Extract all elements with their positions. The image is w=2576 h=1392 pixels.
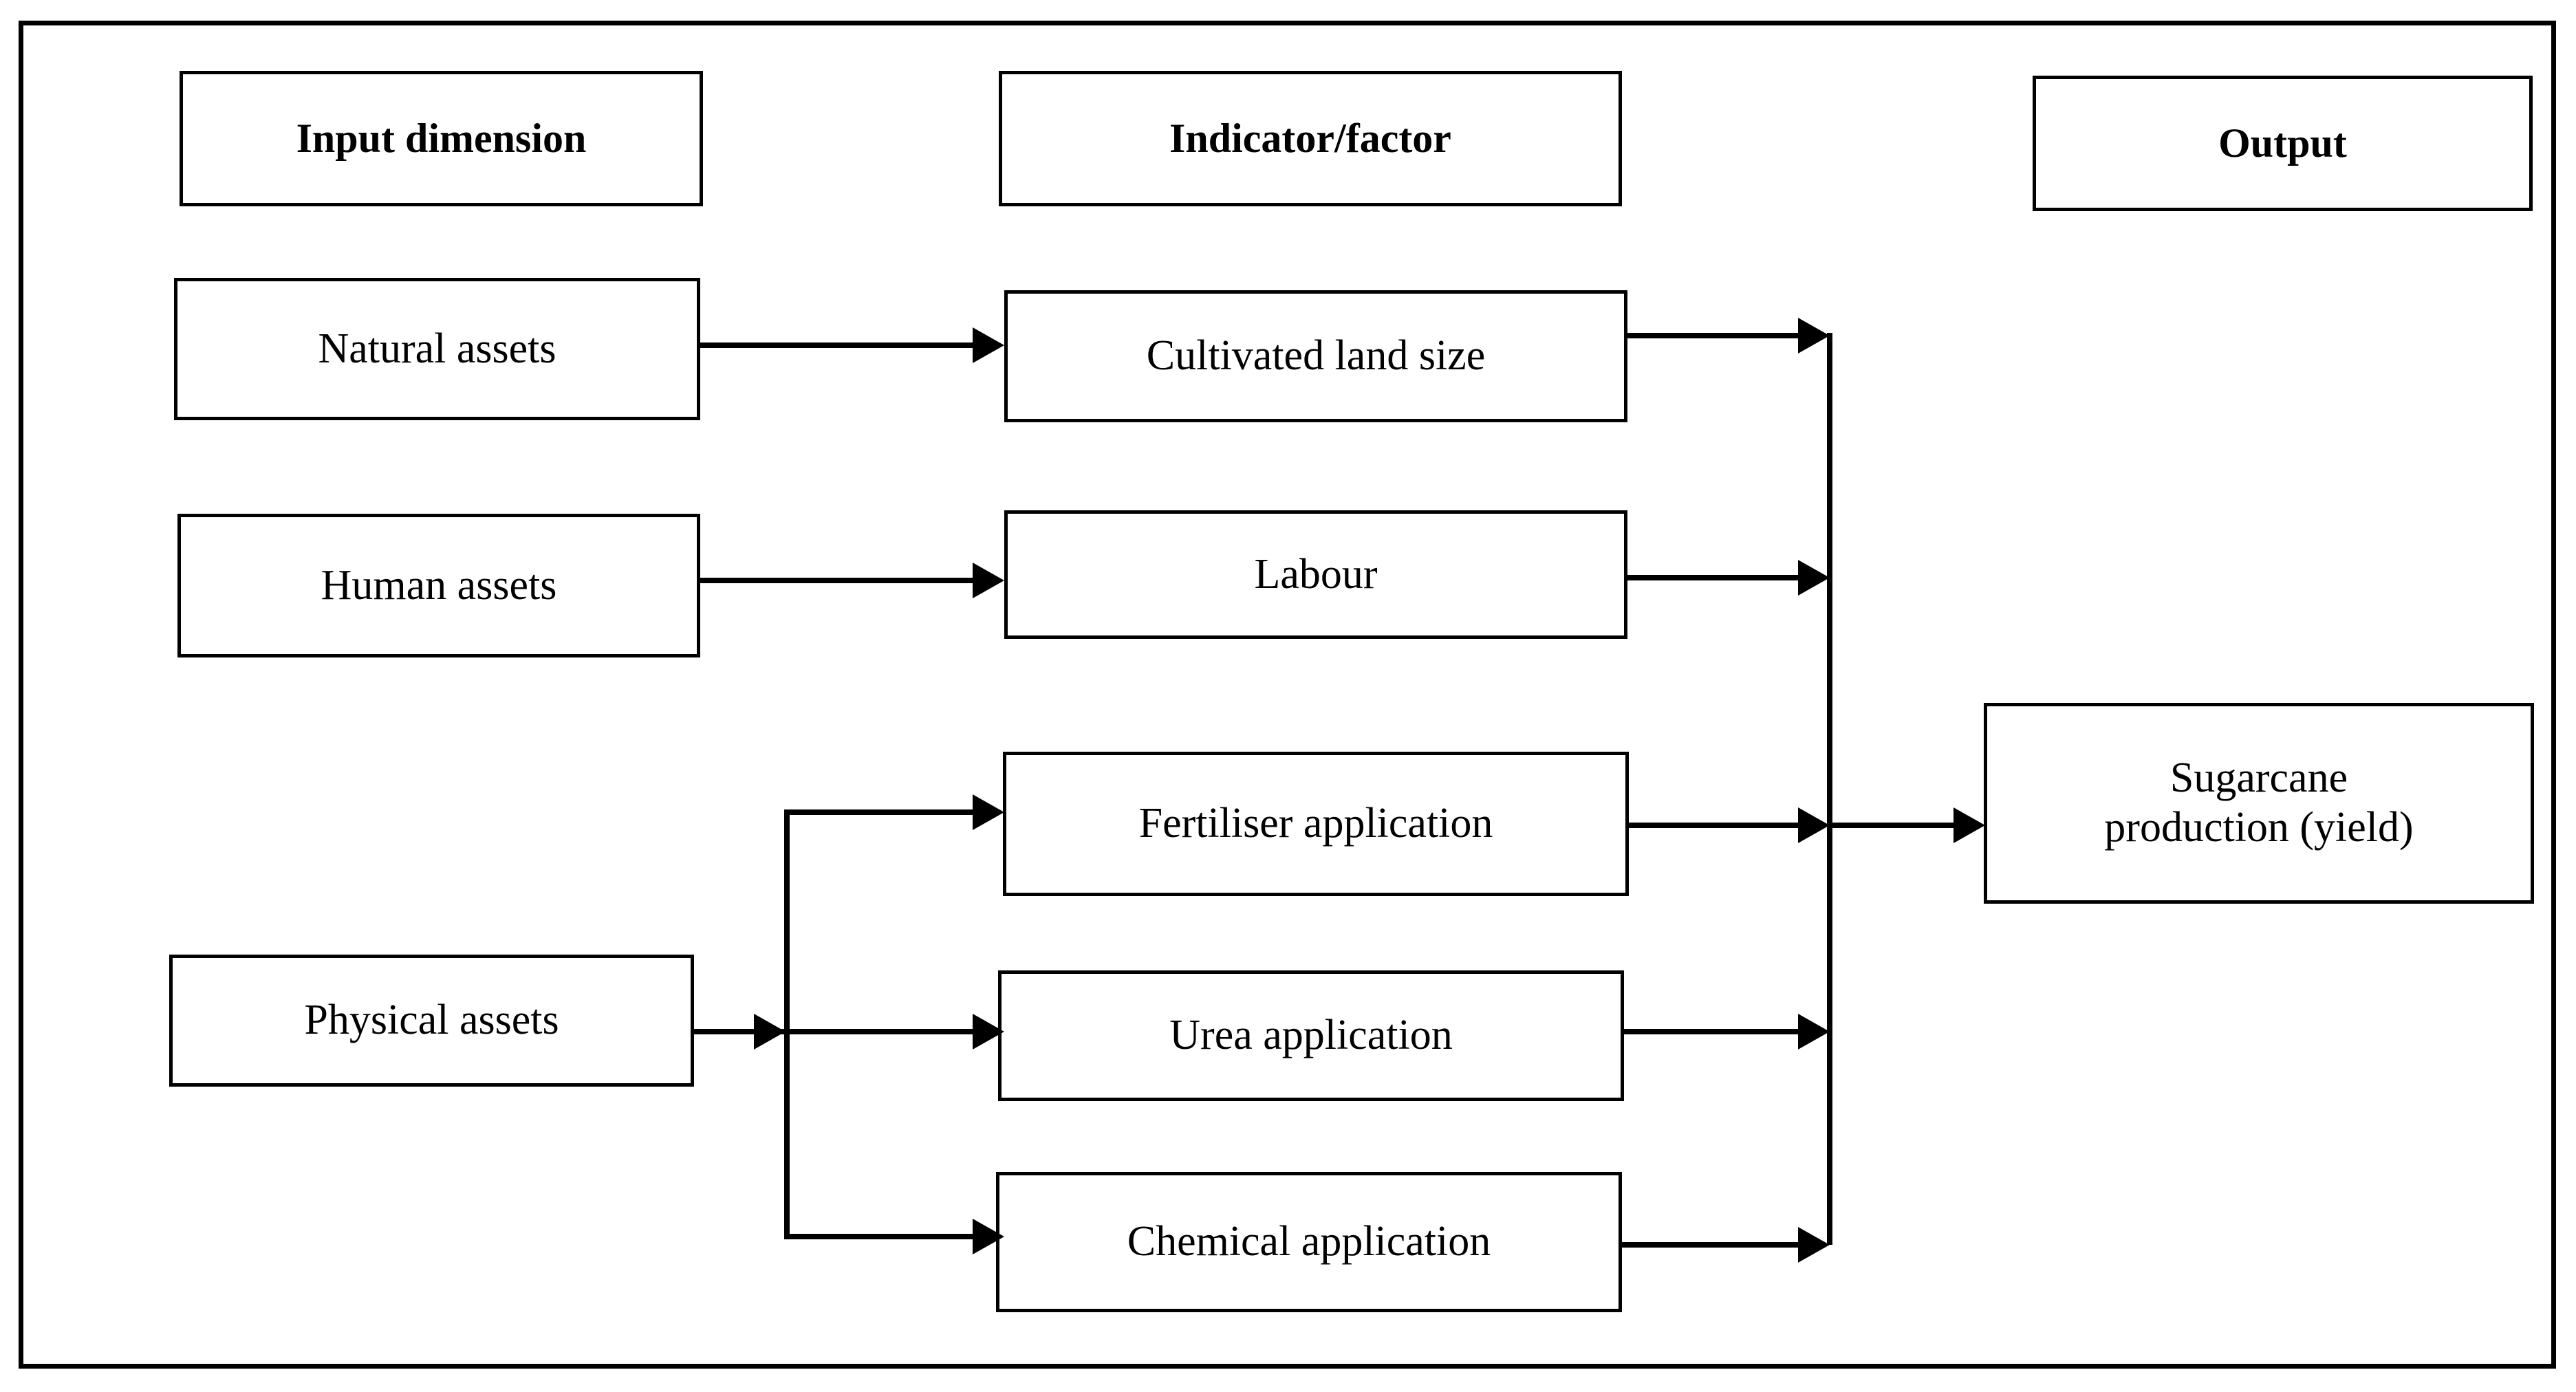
edge-natural-assets-to-cultivated-land-size [700, 342, 974, 348]
edge-branch-to-fertiliser-application [784, 809, 974, 815]
node-urea-application: Urea application [998, 970, 1624, 1101]
branch-trunk-physical-assets [784, 809, 790, 1239]
node-cultivated-land-size-label: Cultivated land size [1146, 332, 1486, 380]
edge-branch-to-urea-application [784, 1029, 974, 1034]
column-header-output-label: Output [2218, 120, 2347, 166]
arrowhead-urea-application-to-collector [1798, 1014, 1830, 1050]
node-chemical-application-label: Chemical application [1127, 1218, 1491, 1265]
edge-cultivated-land-size-to-collector [1627, 333, 1799, 338]
column-header-output: Output [2033, 76, 2533, 211]
node-labour: Labour [1004, 510, 1627, 639]
edge-chemical-application-to-collector [1622, 1242, 1799, 1248]
arrowhead-physical-assets-to-branch [754, 1014, 786, 1050]
arrowhead-labour-to-collector [1798, 560, 1830, 596]
node-sugarcane-production-line1: Sugarcane [2169, 754, 2348, 802]
node-physical-assets: Physical assets [169, 955, 694, 1087]
node-human-assets: Human assets [177, 514, 700, 657]
node-cultivated-land-size: Cultivated land size [1004, 290, 1627, 422]
arrowhead-collector-to-sugarcane-production [1953, 807, 1985, 843]
edge-physical-assets-to-branch [694, 1029, 790, 1034]
arrowhead-chemical-application-to-collector [1798, 1227, 1830, 1263]
node-chemical-application: Chemical application [996, 1172, 1622, 1312]
node-labour-label: Labour [1254, 550, 1378, 598]
node-natural-assets: Natural assets [174, 278, 700, 420]
node-physical-assets-label: Physical assets [304, 997, 559, 1044]
arrowhead-branch-to-fertiliser-application [973, 794, 1004, 830]
edge-fertiliser-application-to-collector [1629, 823, 1799, 828]
arrowhead-fertiliser-application-to-collector [1798, 807, 1830, 843]
edge-urea-application-to-collector [1624, 1029, 1799, 1034]
node-fertiliser-application: Fertiliser application [1003, 752, 1629, 896]
node-sugarcane-production: Sugarcane production (yield) [1984, 703, 2534, 904]
node-natural-assets-label: Natural assets [318, 325, 556, 372]
arrowhead-natural-assets-to-cultivated-land-size [973, 327, 1004, 363]
arrowhead-human-assets-to-labour [973, 563, 1004, 598]
column-header-indicator-factor-label: Indicator/factor [1169, 115, 1451, 161]
column-header-input-dimension-label: Input dimension [296, 115, 587, 161]
figure-border [19, 21, 2556, 1369]
edge-labour-to-collector [1627, 575, 1799, 580]
arrowhead-branch-to-chemical-application [973, 1219, 1004, 1254]
arrowhead-cultivated-land-size-to-collector [1798, 318, 1830, 354]
column-header-input-dimension: Input dimension [180, 71, 703, 206]
arrowhead-branch-to-urea-application [973, 1014, 1004, 1050]
node-human-assets-label: Human assets [321, 561, 557, 609]
node-sugarcane-production-line2: production (yield) [2104, 804, 2414, 851]
edge-human-assets-to-labour [700, 578, 974, 583]
edge-collector-to-sugarcane-production [1827, 823, 1958, 828]
collector-trunk-to-output [1827, 333, 1832, 1245]
column-header-indicator-factor: Indicator/factor [999, 71, 1622, 206]
node-fertiliser-application-label: Fertiliser application [1138, 800, 1493, 847]
edge-branch-to-chemical-application [784, 1234, 974, 1239]
node-urea-application-label: Urea application [1169, 1012, 1453, 1059]
